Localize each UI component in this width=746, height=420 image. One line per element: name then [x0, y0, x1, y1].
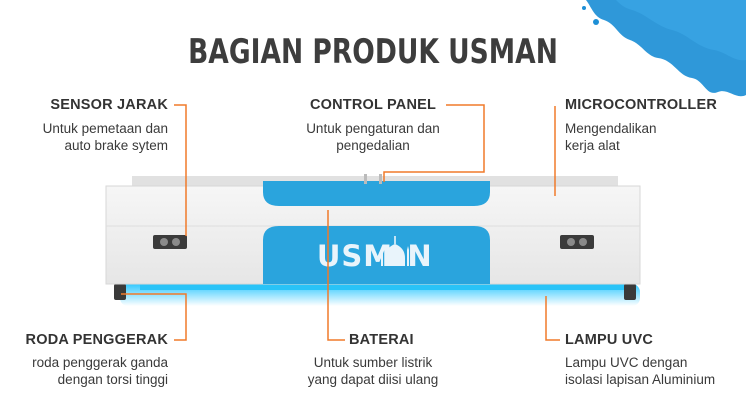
- desc-line: Untuk pemetaan dan: [42, 121, 168, 136]
- leader-sensor-jarak: [174, 104, 187, 236]
- wheel-right: [624, 284, 636, 300]
- blue-paint-splash: [582, 0, 746, 97]
- label-control-panel: CONTROL PANEL: [309, 97, 437, 113]
- mosque-dome-icon: [381, 236, 409, 266]
- logo-panel: [263, 226, 490, 284]
- logo-text-right: N: [407, 239, 432, 273]
- desc-line: kerja alat: [565, 138, 620, 153]
- label-roda-penggerak: RODA PENGGERAK: [25, 332, 168, 348]
- desc-roda-penggerak: roda penggerak ganda dengan torsi tinggi: [32, 354, 168, 388]
- leader-lampu-uvc: [545, 296, 560, 341]
- label-sensor-jarak: SENSOR JARAK: [50, 97, 168, 113]
- distance-sensor-left: [153, 235, 187, 249]
- desc-line: auto brake sytem: [64, 138, 168, 153]
- desc-line: Lampu UVC dengan: [565, 355, 688, 370]
- label-lampu-uvc: LAMPU UVC: [565, 332, 653, 348]
- desc-line: Untuk sumber listrik: [313, 355, 433, 370]
- desc-line: dengan torsi tinggi: [57, 372, 168, 387]
- desc-lampu-uvc: Lampu UVC dengan isolasi lapisan Alumini…: [565, 354, 715, 388]
- logo-text-left: USM: [317, 239, 393, 273]
- product-logo: USM N: [317, 239, 433, 273]
- desc-sensor-jarak: Untuk pemetaan dan auto brake sytem: [43, 120, 168, 154]
- desc-line: yang dapat diisi ulang: [307, 372, 439, 387]
- desc-line: pengedalian: [336, 138, 410, 153]
- wheel-left: [114, 284, 126, 300]
- desc-line: Mengendalikan: [565, 121, 657, 136]
- desc-line: Untuk pengaturan dan: [306, 121, 440, 136]
- leader-baterai: [327, 210, 345, 341]
- desc-baterai: Untuk sumber listrik yang dapat diisi ul…: [283, 354, 463, 388]
- leader-roda-penggerak: [121, 293, 187, 341]
- distance-sensor-right: [560, 235, 594, 249]
- desc-microcontroller: Mengendalikan kerja alat: [565, 120, 657, 154]
- label-baterai: BATERAI: [349, 332, 414, 348]
- leader-control-panel: [383, 104, 485, 182]
- desc-line: roda penggerak ganda: [32, 355, 168, 370]
- page-title: BAGIAN PRODUK USMAN: [188, 32, 558, 72]
- control-panel-cover: [263, 181, 490, 206]
- label-microcontroller: MICROCONTROLLER: [565, 97, 718, 113]
- desc-control-panel: Untuk pengaturan dan pengedalian: [263, 120, 483, 154]
- desc-line: isolasi lapisan Aluminium: [565, 372, 716, 387]
